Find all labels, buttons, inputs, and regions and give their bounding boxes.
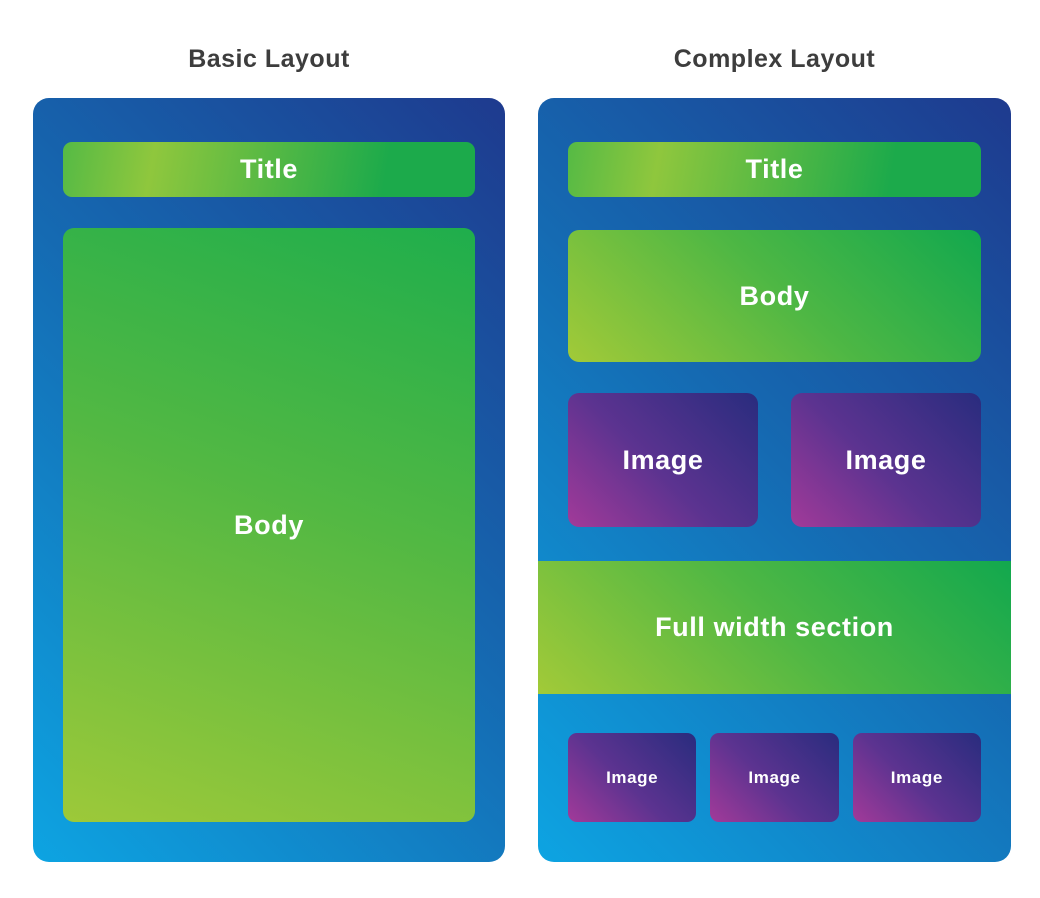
basic-title-block: Title (63, 142, 475, 197)
basic-layout-canvas: Title Body (33, 98, 505, 862)
basic-body-block: Body (63, 228, 475, 822)
basic-layout-heading: Basic Layout (188, 45, 350, 73)
small-image-placeholder-block: Image (852, 733, 981, 822)
complex-layout-canvas: Title Body Image Image Full width sectio… (538, 98, 1011, 862)
small-image-placeholder-block: Image (710, 733, 839, 822)
complex-image-row: Image Image (568, 393, 981, 527)
small-image-placeholder-block: Image (568, 733, 697, 822)
basic-layout-column: Basic Layout Title Body (33, 40, 505, 862)
image-placeholder-block: Image (791, 393, 981, 527)
complex-layout-column: Complex Layout Title Body Image Image Fu… (538, 40, 1011, 862)
complex-body-block: Body (568, 230, 981, 362)
full-width-section-block: Full width section (538, 561, 1011, 694)
complex-small-image-row: Image Image Image (568, 733, 981, 822)
complex-layout-heading: Complex Layout (673, 45, 876, 73)
image-placeholder-block: Image (568, 393, 758, 527)
complex-title-block: Title (568, 142, 981, 197)
